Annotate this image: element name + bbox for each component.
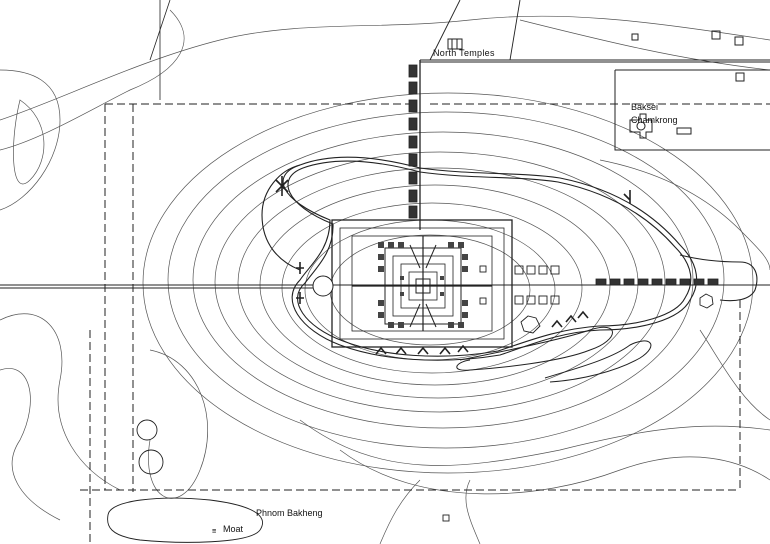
causeway-north	[408, 64, 418, 219]
switchback-path	[456, 326, 652, 383]
label-baksei: Baksei	[631, 102, 659, 112]
causeway-east	[595, 278, 719, 286]
south-features	[107, 419, 450, 543]
baksei-chamkrong-temple	[629, 113, 692, 139]
label-north-temples: North Temples	[433, 48, 495, 58]
contour-lines	[0, 9, 770, 544]
label-phnom-bakheng: Phnom Bakheng	[256, 508, 323, 518]
side-buildings	[479, 265, 714, 334]
moat-legend-icon: ≡	[212, 527, 216, 535]
gate-markers	[275, 176, 631, 355]
enclosure-wall	[261, 156, 758, 361]
north-temples	[447, 30, 745, 82]
central-temple	[312, 219, 513, 348]
label-moat: Moat	[223, 524, 244, 534]
label-chamkrong: Chamkrong	[631, 115, 678, 125]
